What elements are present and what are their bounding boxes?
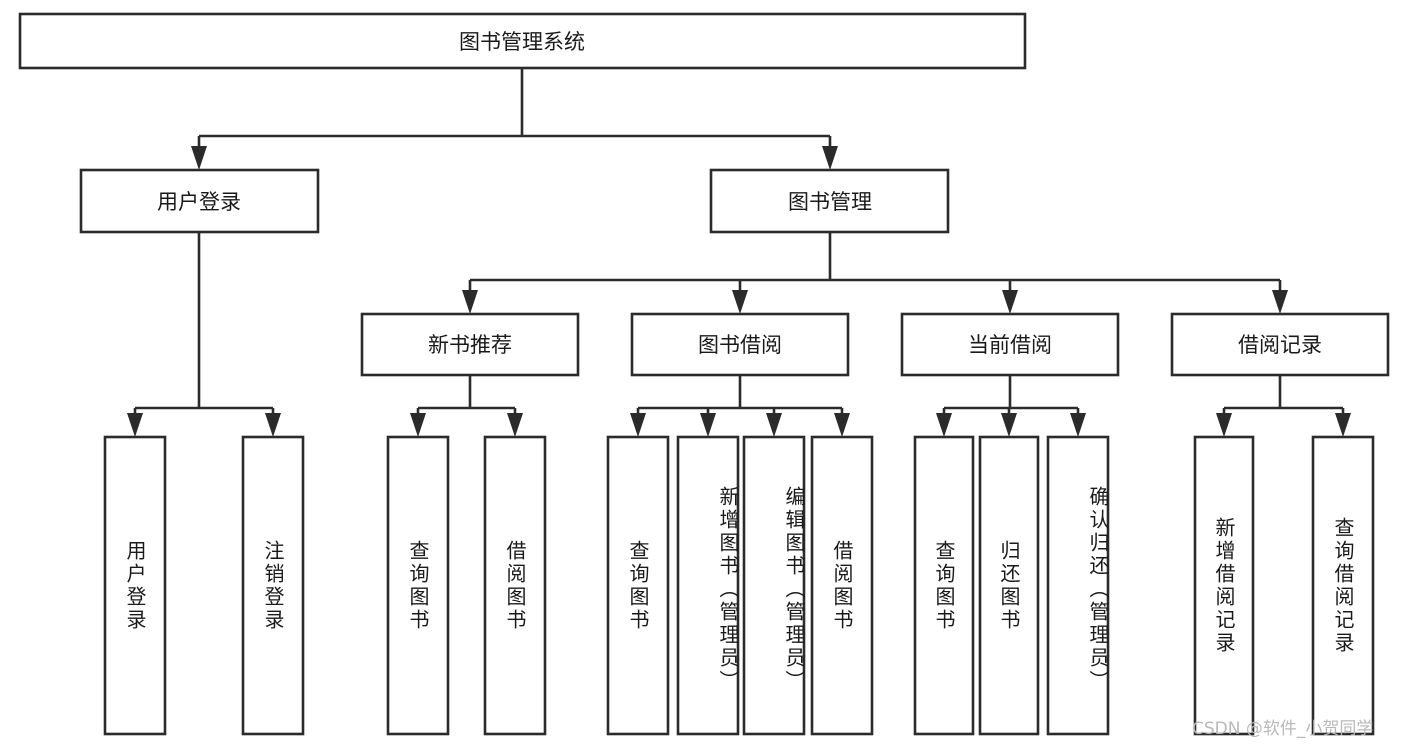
node-leaf-query-record-box[interactable] — [1311, 435, 1375, 736]
arrow-to-leaf-edit-book — [766, 413, 782, 437]
node-leaf-user-login-box[interactable] — [103, 435, 167, 736]
node-book-manage[interactable]: 图书管理 — [709, 168, 950, 234]
node-current-borrow-box[interactable] — [900, 312, 1120, 377]
node-user-login-box[interactable] — [79, 168, 320, 234]
node-new-book-rec[interactable]: 新书推荐 — [360, 312, 580, 377]
edge-borrow-record-to-leaves — [1222, 375, 1345, 420]
arrow-to-leaf-borrow-book-1 — [507, 413, 523, 437]
node-book-borrow-box[interactable] — [630, 312, 850, 377]
arrow-to-leaf-add-record — [1216, 413, 1232, 437]
edge-user-login-to-leaves — [133, 232, 275, 420]
arrow-to-leaf-query-record — [1335, 413, 1351, 437]
node-new-book-rec-box[interactable] — [360, 312, 580, 377]
node-borrow-record-label: 借阅记录 — [1238, 333, 1322, 357]
node-book-manage-label: 图书管理 — [788, 190, 872, 214]
node-borrow-record[interactable]: 借阅记录 — [1170, 312, 1390, 377]
node-leaf-confirm-return-box[interactable] — [1046, 435, 1110, 736]
node-root-label: 图书管理系统 — [459, 30, 585, 54]
arrow-to-leaf-borrow-book-2 — [834, 413, 850, 437]
node-leaf-query-book-3-box[interactable] — [913, 435, 975, 736]
node-current-borrow-label: 当前借阅 — [968, 333, 1052, 357]
node-leaf-borrow-book-1-box[interactable] — [483, 435, 547, 736]
node-leaf-query-book-2-box[interactable] — [606, 435, 670, 736]
node-new-book-rec-label: 新书推荐 — [428, 333, 512, 357]
arrow-to-new-book-rec — [462, 290, 478, 314]
node-book-borrow[interactable]: 图书借阅 — [630, 312, 850, 377]
node-leaf-query-book-1-box[interactable] — [386, 435, 450, 736]
node-root-box[interactable] — [18, 12, 1027, 70]
arrow-to-leaf-add-book — [700, 413, 716, 437]
arrow-to-leaf-logout — [265, 413, 281, 437]
node-leaf-edit-book-box[interactable] — [742, 435, 806, 736]
edge-book-borrow-to-leaves — [636, 375, 844, 420]
arrow-root-to-user-login — [191, 146, 207, 170]
edge-book-manage-to-level3 — [468, 232, 1282, 294]
node-current-borrow[interactable]: 当前借阅 — [900, 312, 1120, 377]
connector-layer — [127, 68, 1351, 437]
arrow-root-to-book-manage — [822, 146, 838, 170]
node-user-login-label: 用户登录 — [157, 190, 241, 214]
node-book-borrow-label: 图书借阅 — [698, 333, 782, 357]
node-root[interactable]: 图书管理系统 — [18, 12, 1027, 70]
arrow-to-leaf-user-login — [127, 413, 143, 437]
node-leaf-borrow-book-2-box[interactable] — [810, 435, 874, 736]
arrow-to-borrow-record — [1272, 290, 1288, 314]
arrow-to-leaf-query-book-3 — [936, 413, 952, 437]
arrow-to-leaf-return-book — [1001, 413, 1017, 437]
edge-new-book-rec-to-leaves — [416, 375, 517, 420]
node-leaf-add-book-box[interactable] — [676, 435, 740, 736]
node-user-login[interactable]: 用户登录 — [79, 168, 320, 234]
node-book-manage-box[interactable] — [709, 168, 950, 234]
node-leaf-return-book-box[interactable] — [978, 435, 1040, 736]
arrow-to-leaf-query-book-2 — [630, 413, 646, 437]
csdn-watermark: CSDN @软件_小贺同学 — [1192, 719, 1374, 739]
edge-root-to-level2 — [197, 68, 832, 152]
node-leaf-logout-box[interactable] — [241, 435, 305, 736]
arrow-to-book-borrow — [732, 290, 748, 314]
node-borrow-record-box[interactable] — [1170, 312, 1390, 377]
node-leaf-add-record-box[interactable] — [1193, 435, 1255, 736]
arrow-to-current-borrow — [1002, 290, 1018, 314]
arrow-to-leaf-confirm-return — [1070, 413, 1086, 437]
arrow-to-leaf-query-book-1 — [410, 413, 426, 437]
